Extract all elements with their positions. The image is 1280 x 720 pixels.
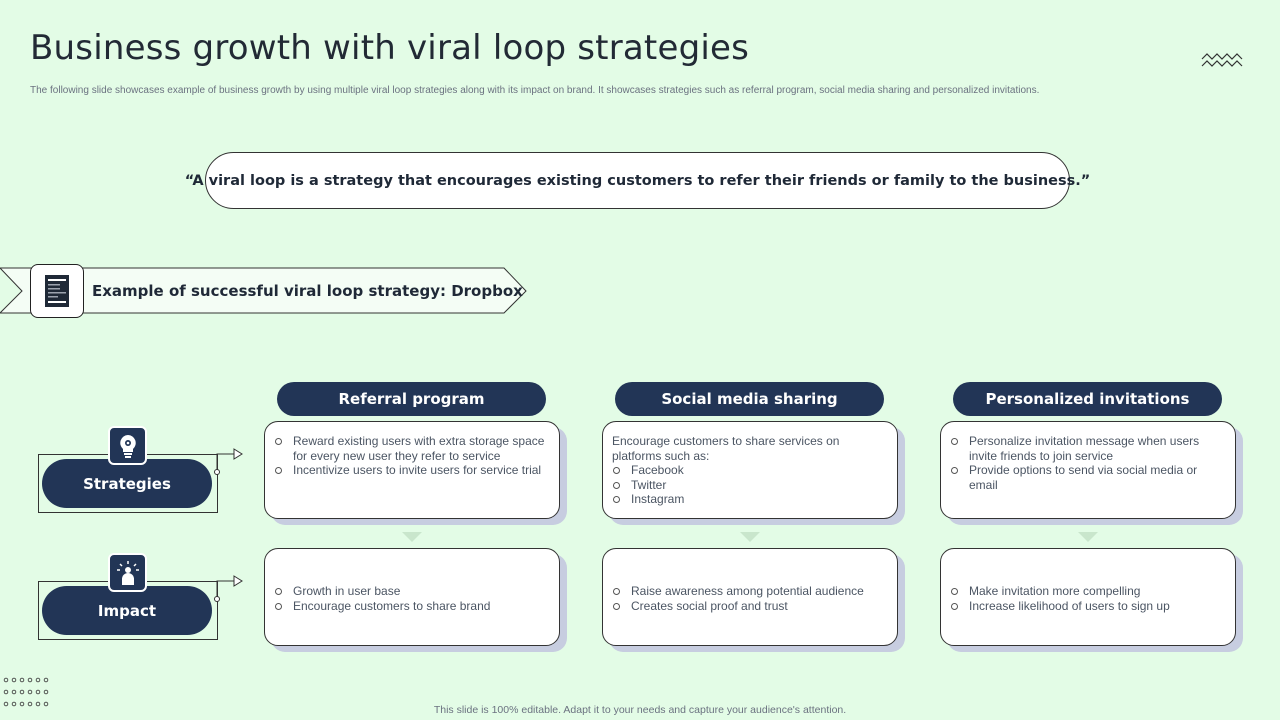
banner-title: Example of successful viral loop strateg… (92, 282, 523, 300)
card-personalized-strategies: Personalize invitation message when user… (940, 421, 1236, 519)
bullet-list: Personalize invitation message when user… (950, 434, 1227, 492)
header-referral-program: Referral program (277, 382, 546, 416)
banner-icon-box (30, 264, 84, 318)
card-social-strategies: Encourage customers to share services on… (602, 421, 898, 519)
card-referral-strategies: Reward existing users with extra storage… (264, 421, 560, 519)
list-item: Growth in user base (274, 584, 551, 599)
header-personalized-invitations: Personalized invitations (953, 382, 1222, 416)
page-title: Business growth with viral loop strategi… (30, 28, 750, 68)
footer-note: This slide is 100% editable. Adapt it to… (433, 704, 847, 716)
list-item: Facebook (612, 463, 889, 478)
list-item: Make invitation more compelling (950, 584, 1227, 599)
card-intro-text: Encourage customers to share services on… (612, 434, 840, 463)
row-icon-impact (108, 553, 147, 592)
row-label-strategies: Strategies (42, 459, 212, 508)
lightbulb-gear-icon (119, 434, 136, 458)
document-icon (45, 275, 69, 307)
bullet-list: Raise awareness among potential audience… (612, 584, 889, 613)
bullet-list: Facebook Twitter Instagram (612, 463, 889, 507)
card-social-impact: Raise awareness among potential audience… (602, 548, 898, 646)
down-triangle-icon (740, 532, 760, 542)
list-item: Raise awareness among potential audience (612, 584, 889, 599)
bullet-list: Make invitation more compelling Increase… (950, 584, 1227, 613)
bullet-list: Reward existing users with extra storage… (274, 434, 551, 478)
definition-quote: “A viral loop is a strategy that encoura… (185, 152, 1090, 209)
quote-text: “A viral loop is a strategy that encoura… (184, 172, 1091, 189)
list-item: Personalize invitation message when user… (950, 434, 1227, 463)
idea-person-icon (116, 560, 139, 585)
wave-icon (1201, 53, 1243, 67)
list-item: Incentivize users to invite users for se… (274, 463, 551, 478)
list-item: Reward existing users with extra storage… (274, 434, 551, 463)
arrow-connector (214, 575, 243, 602)
banner-arrow (0, 267, 527, 314)
down-triangle-icon (402, 532, 422, 542)
card-referral-impact: Growth in user base Encourage customers … (264, 548, 560, 646)
bullet-list: Growth in user base Encourage customers … (274, 584, 551, 613)
down-triangle-icon (1078, 532, 1098, 542)
list-item: Creates social proof and trust (612, 599, 889, 614)
arrow-connector (214, 448, 243, 475)
list-item: Provide options to send via social media… (950, 463, 1227, 492)
list-item: Twitter (612, 478, 889, 493)
page-subtitle: The following slide showcases example of… (30, 85, 1040, 96)
dots-grid-icon (3, 677, 49, 707)
row-icon-strategies (108, 426, 147, 465)
row-label-impact: Impact (42, 586, 212, 635)
list-item: Encourage customers to share brand (274, 599, 551, 614)
card-personalized-impact: Make invitation more compelling Increase… (940, 548, 1236, 646)
header-social-media-sharing: Social media sharing (615, 382, 884, 416)
list-item: Increase likelihood of users to sign up (950, 599, 1227, 614)
list-item: Instagram (612, 492, 889, 507)
